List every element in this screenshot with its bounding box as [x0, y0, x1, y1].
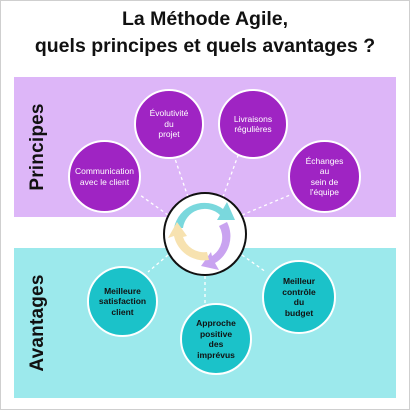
principle-livraisons: Livraisons régulières: [218, 89, 288, 159]
principle-echanges-line2: sein de l'équipe: [309, 176, 340, 198]
principle-livraisons-line1: Livraisons: [233, 113, 273, 124]
advantage-budget: Meilleur contrôle du budget: [262, 260, 336, 334]
principle-evolutivite-line2: projet: [158, 129, 180, 140]
advantage-satisfaction-line3: client: [111, 306, 134, 317]
connector-livraisons: [222, 149, 241, 198]
principle-evolutivite-line1: Évolutivité du: [149, 108, 189, 129]
title-line-2: quels principes et quels avantages ?: [34, 35, 376, 57]
principle-evolutivite: Évolutivité du projet: [134, 89, 204, 159]
advantage-satisfaction-line2: satisfaction: [98, 296, 147, 307]
principle-echanges-line1: Échanges au: [305, 155, 344, 177]
advantage-approche-line1: Approche: [196, 318, 236, 328]
connector-evolutivite: [171, 149, 189, 198]
connector-communication: [139, 194, 169, 216]
connector-satisfaction: [147, 254, 169, 273]
connector-budget: [241, 254, 267, 273]
principle-communication-line2: avec le client: [79, 176, 130, 187]
cycle-segment-teal: [174, 202, 235, 228]
principle-communication: Communication avec le client: [68, 140, 141, 213]
advantage-approche-line3: imprévus: [197, 349, 235, 360]
page-title: La Méthode Agile, quels principes et que…: [0, 6, 410, 60]
title-line-1: La Méthode Agile,: [121, 8, 289, 30]
advantage-budget-line2: contrôle du: [282, 286, 316, 308]
advantage-budget-line1: Meilleur: [282, 276, 316, 286]
advantage-satisfaction-line1: Meilleure: [104, 285, 141, 296]
connector-echanges: [241, 194, 291, 216]
advantage-budget-line3: budget: [284, 307, 314, 318]
cycle-segment-lavender: [201, 222, 231, 270]
principle-livraisons-line2: régulières: [234, 124, 272, 134]
advantage-satisfaction: Meilleure satisfaction client: [87, 266, 158, 337]
agile-cycle-icon: [168, 202, 235, 270]
central-hub: [163, 192, 247, 276]
cycle-segment-beige: [168, 222, 209, 261]
principle-communication-line1: Communication: [74, 166, 135, 176]
advantage-approche-line2: positive des: [199, 328, 233, 350]
advantage-approche: Approche positive des imprévus: [180, 303, 252, 375]
principle-echanges: Échanges au sein de l'équipe: [288, 140, 361, 213]
